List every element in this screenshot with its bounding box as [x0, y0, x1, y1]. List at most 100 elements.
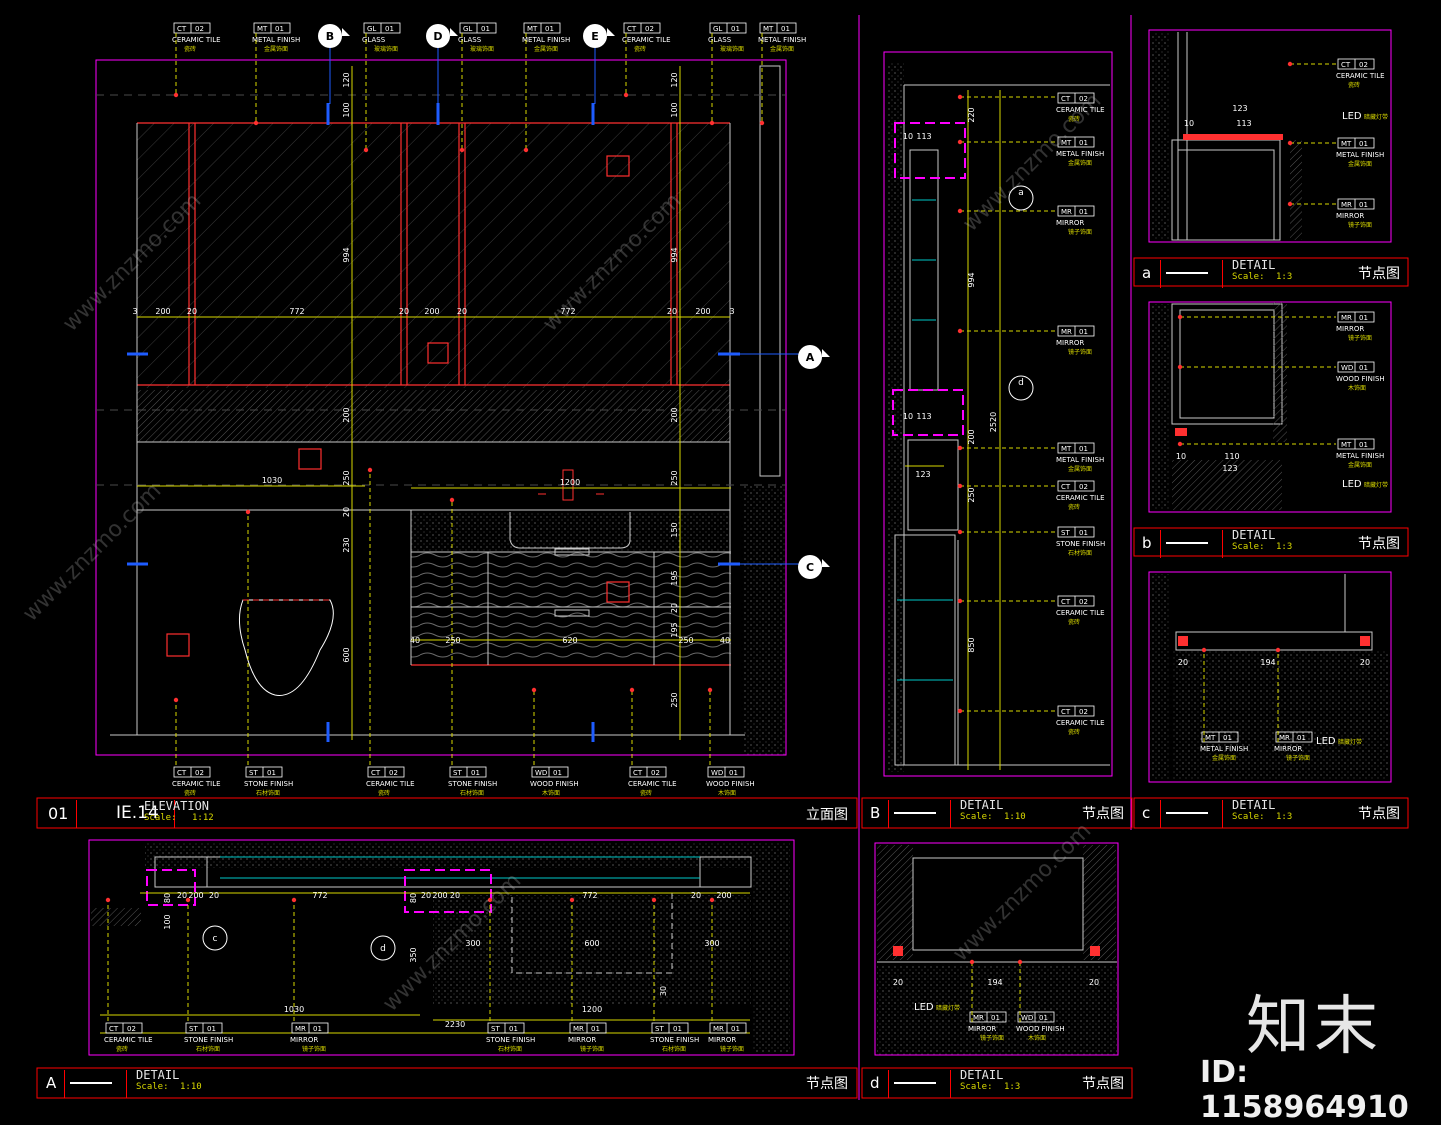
tag-code: MT	[763, 25, 774, 33]
tag-number: 01	[591, 1025, 600, 1033]
tag-code: CT	[1061, 708, 1071, 716]
tag-number: 01	[313, 1025, 322, 1033]
tag-leader-dot	[651, 897, 657, 903]
tag-leader-dot	[629, 687, 635, 693]
tag-code: ST	[249, 769, 258, 777]
tag-name: STONE FINISH	[650, 1036, 699, 1044]
dim-label: 20	[187, 307, 197, 316]
dim-label: 195	[670, 622, 679, 637]
tag-name: MIRROR	[1336, 325, 1364, 333]
tag-code: ST	[655, 1025, 664, 1033]
dim-label: 110	[1224, 452, 1239, 461]
tag-name: CERAMIC TILE	[628, 780, 677, 788]
tag-number: 02	[1079, 483, 1088, 491]
dim-label: 600	[342, 647, 351, 662]
tag-name: METAL FINISH	[758, 36, 806, 44]
title-cn: 节点图	[1358, 806, 1400, 822]
tag-number: 01	[729, 769, 738, 777]
dim-label: 120	[342, 72, 351, 87]
tag-number: 01	[481, 25, 490, 33]
dim-label: 772	[312, 891, 327, 900]
scale-label: Scale:	[136, 1082, 169, 1092]
tag-leader-dot	[1275, 647, 1281, 653]
dim-label: 200	[188, 891, 203, 900]
title-number: A	[46, 1074, 57, 1092]
tag-code: CT	[109, 1025, 119, 1033]
tag-cn: 玻璃饰面	[470, 45, 494, 53]
tag-box	[1057, 325, 1095, 337]
dim-label: 113	[916, 412, 931, 421]
tag-number: 01	[509, 1025, 518, 1033]
brand-logo: 知末	[1246, 990, 1382, 1064]
dim-label: 40	[410, 636, 420, 645]
dim-label: 772	[560, 307, 575, 316]
title-divider	[1160, 260, 1161, 288]
tag-name: MIRROR	[1274, 745, 1302, 753]
tag-box	[1201, 731, 1239, 743]
dim-label: 772	[582, 891, 597, 900]
tag-number: 01	[1079, 139, 1088, 147]
tag-box	[623, 22, 661, 34]
tag-leader-dot	[957, 208, 963, 214]
tag-code: MT	[1205, 734, 1216, 742]
title-text: DETAIL	[960, 1068, 1004, 1082]
tag-box	[1057, 595, 1095, 607]
tag-code: WD	[1021, 1014, 1033, 1022]
dim-label: 30	[659, 986, 668, 996]
tag-cn: 石材饰面	[196, 1045, 220, 1053]
tag-number: 01	[673, 1025, 682, 1033]
title-underline	[894, 812, 936, 814]
tag-code: MR	[573, 1025, 584, 1033]
section-mark-letter: A	[806, 351, 815, 364]
tag-box	[1057, 526, 1095, 538]
tag-number: 01	[1297, 734, 1306, 742]
elevation-drawing	[96, 30, 810, 755]
tag-name: CERAMIC TILE	[622, 36, 671, 44]
tag-number: 01	[275, 25, 284, 33]
detail-a-frame	[1148, 29, 1392, 243]
tag-name: STONE FINISH	[448, 780, 497, 788]
section-mark-letter: D	[433, 30, 442, 43]
plan-a-drawing	[91, 843, 790, 1053]
tag-name: MIRROR	[1056, 219, 1084, 227]
dim-label: 200	[155, 307, 170, 316]
tag-cn: 金属饰面	[1212, 754, 1236, 762]
tag-leader-dot	[487, 897, 493, 903]
tag-number: 01	[385, 25, 394, 33]
tag-leader-dot	[1201, 647, 1207, 653]
tag-number: 01	[731, 1025, 740, 1033]
tag-number: 02	[1359, 61, 1368, 69]
tag-cn: 木饰面	[718, 789, 736, 797]
dim-label: 123	[1232, 104, 1247, 113]
scale-label: Scale:	[1232, 542, 1265, 552]
tag-box	[245, 766, 283, 778]
tag-name: METAL FINISH	[1200, 745, 1248, 753]
tag-code: CT	[177, 769, 187, 777]
tag-cn: 瓷砖	[1068, 618, 1080, 626]
section-mark-letter: B	[326, 30, 334, 43]
tag-cn: 玻璃饰面	[720, 45, 744, 53]
title-cn: 节点图	[1358, 536, 1400, 552]
tag-box	[1337, 58, 1375, 70]
dim-label: 20	[209, 891, 219, 900]
tag-code: ST	[491, 1025, 500, 1033]
tag-code: MT	[257, 25, 268, 33]
title-divider	[1222, 260, 1223, 288]
dim-label: 200	[670, 407, 679, 422]
tag-cn: 金属饰面	[1068, 465, 1092, 473]
dim-label: 20	[893, 978, 903, 987]
title-text: DETAIL	[960, 798, 1004, 812]
tag-leader-dot	[1177, 441, 1183, 447]
